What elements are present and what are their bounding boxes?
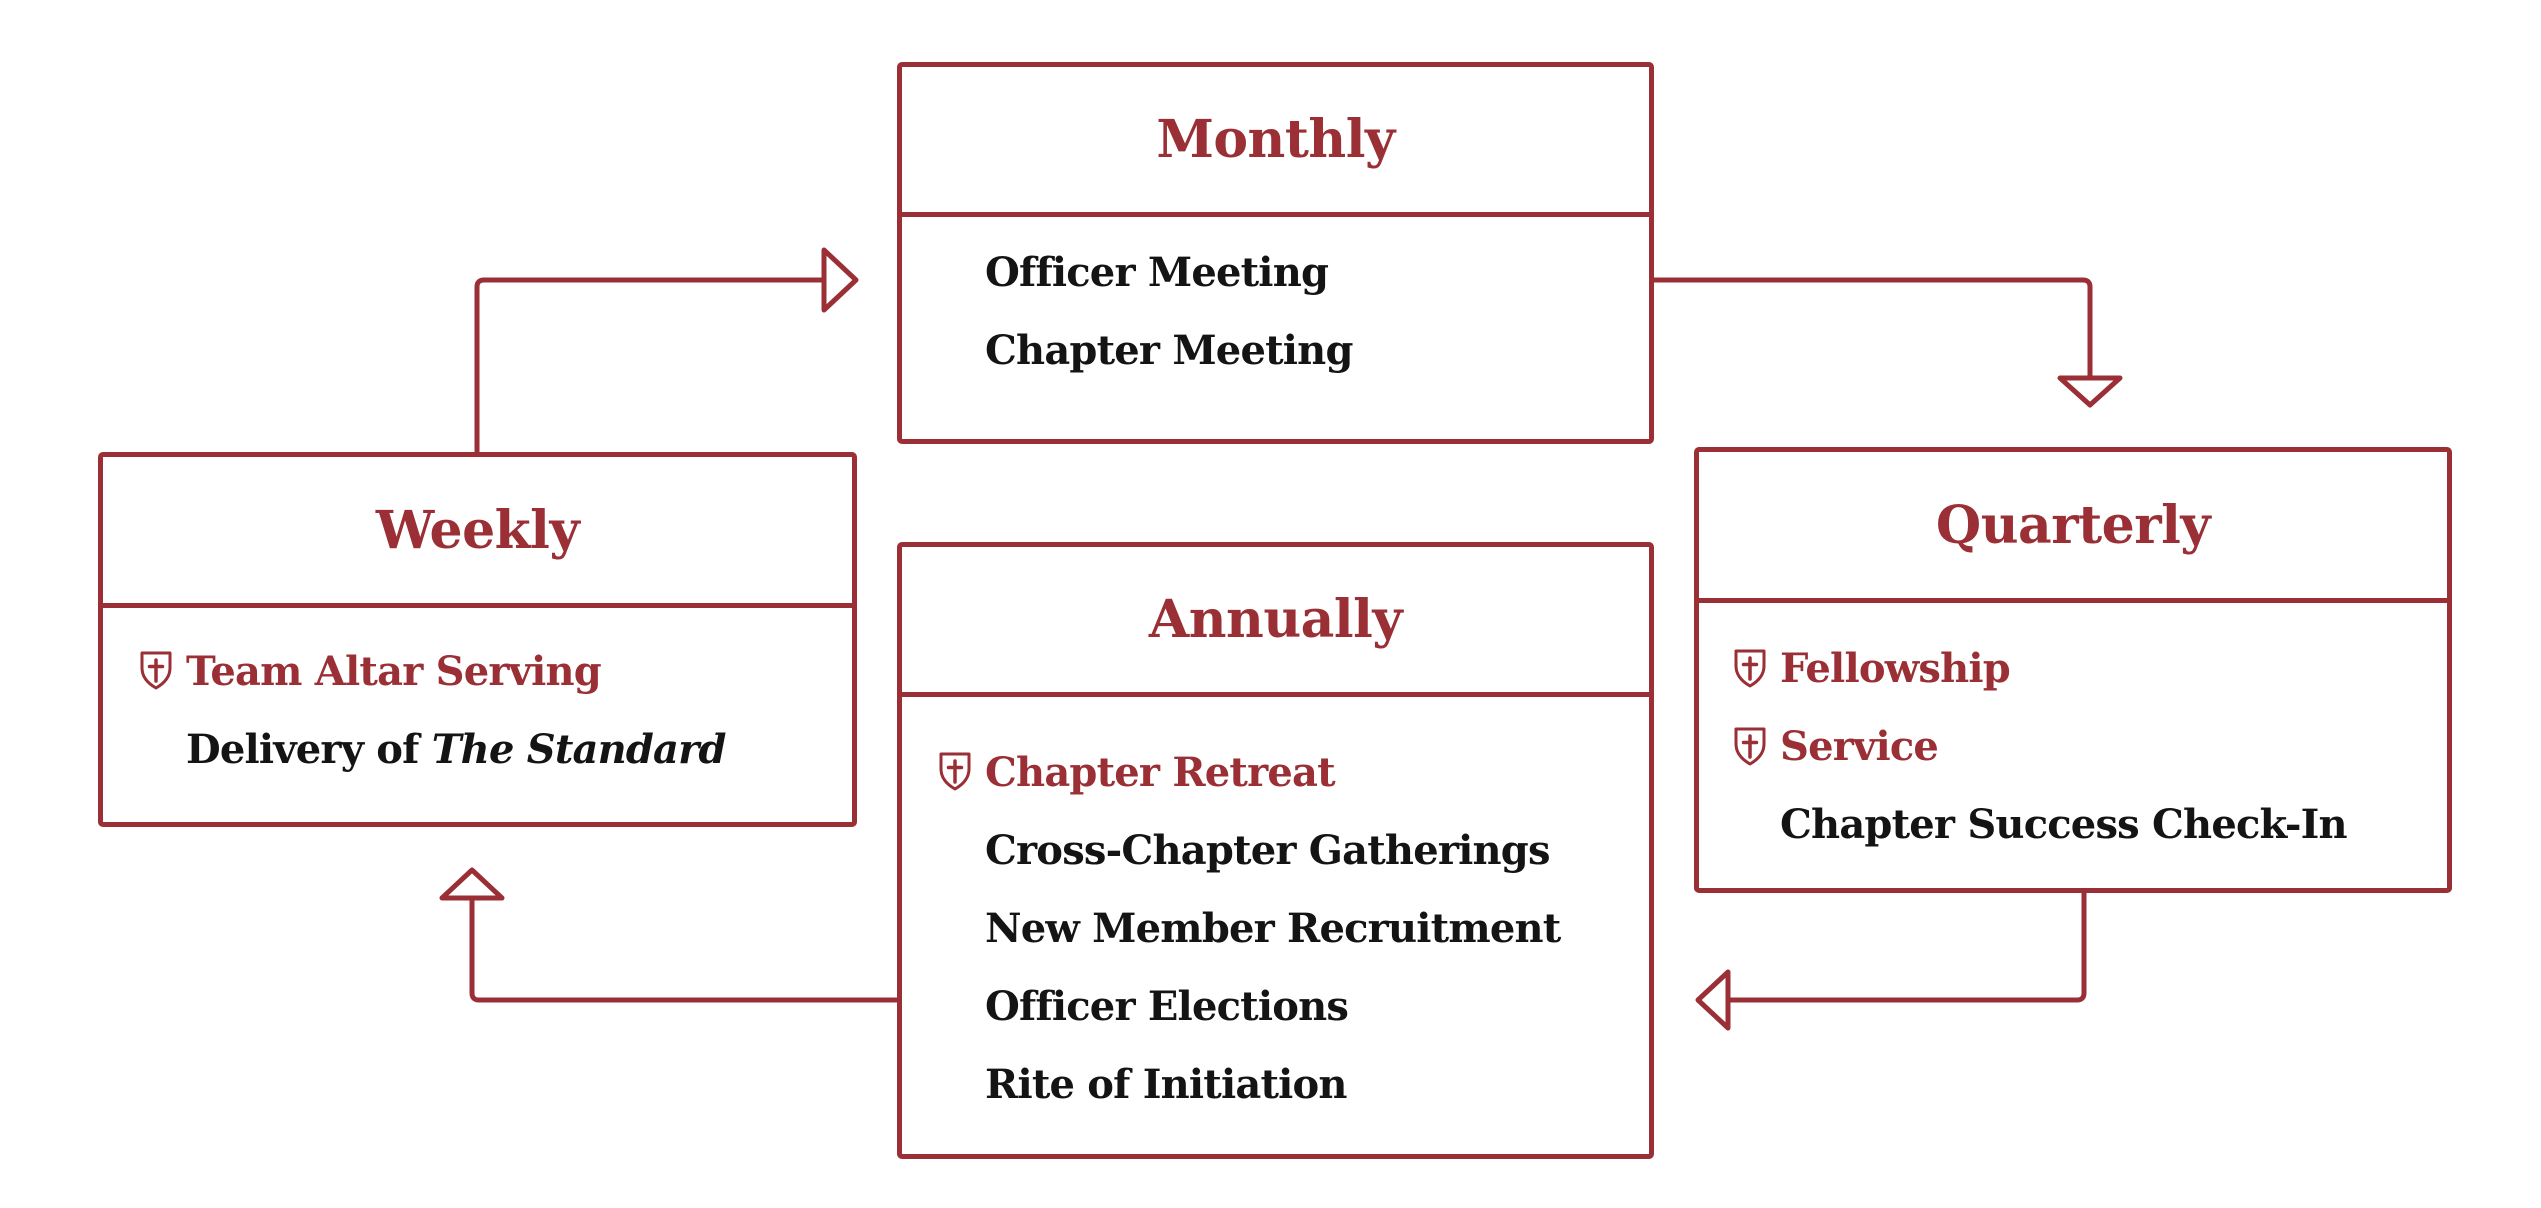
monthly-box: Monthly Officer Meeting Chapter Meeting	[897, 62, 1654, 444]
monthly-title: Monthly	[1156, 109, 1395, 170]
list-item: Chapter Retreat	[985, 748, 1336, 796]
shield-cross-icon	[1734, 649, 1766, 688]
list-item: Officer Meeting	[985, 248, 1329, 296]
annually-header: Annually	[902, 547, 1649, 697]
shield-cross-icon	[1734, 727, 1766, 766]
monthly-header: Monthly	[902, 67, 1649, 217]
shield-cross-icon	[140, 651, 172, 690]
list-item: Chapter Meeting	[985, 326, 1353, 374]
weekly-header: Weekly	[103, 457, 852, 608]
list-item: Fellowship	[1780, 644, 2011, 692]
connector-quarterly-to-annually	[1727, 890, 2087, 1003]
list-item: New Member Recruitment	[985, 904, 1561, 952]
arrowhead-up-icon	[439, 867, 505, 901]
weekly-title: Weekly	[375, 499, 580, 561]
arrowhead-down-icon	[2057, 375, 2123, 408]
list-item: Delivery of The Standard	[186, 725, 727, 773]
quarterly-box: Quarterly Fellowship Service Chapter Suc…	[1694, 447, 2452, 893]
connector-monthly-to-quarterly	[1651, 277, 2093, 379]
list-item: Chapter Success Check-In	[1780, 800, 2348, 848]
connector-weekly-to-monthly	[474, 277, 825, 455]
quarterly-title: Quarterly	[1935, 494, 2211, 556]
list-item: Cross-Chapter Gatherings	[985, 826, 1550, 874]
annually-title: Annually	[1148, 589, 1403, 650]
list-item: Service	[1780, 722, 1939, 770]
weekly-box: Weekly Team Altar Serving Delivery of Th…	[98, 452, 857, 827]
list-item: Rite of Initiation	[985, 1060, 1348, 1108]
shield-cross-icon	[939, 752, 971, 791]
arrowhead-left-icon	[1695, 969, 1731, 1031]
publication-title: The Standard	[431, 725, 727, 773]
arrowhead-right-icon	[821, 247, 859, 313]
connector-annually-to-weekly	[469, 897, 901, 1003]
list-item: Officer Elections	[985, 982, 1349, 1030]
list-item: Team Altar Serving	[186, 647, 602, 695]
annually-box: Annually Chapter Retreat Cross-Chapter G…	[897, 542, 1654, 1159]
quarterly-header: Quarterly	[1699, 452, 2447, 603]
